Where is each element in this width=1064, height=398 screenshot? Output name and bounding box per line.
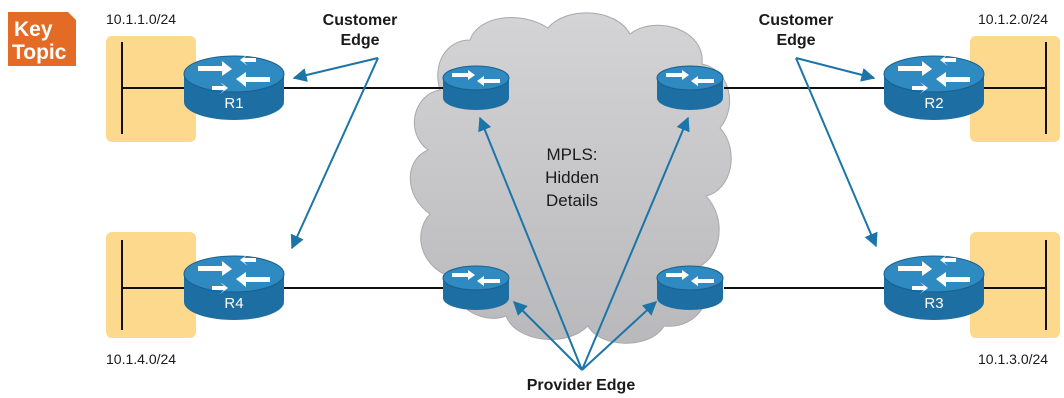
customer-edge-right-line1: Customer	[759, 12, 834, 29]
arrow-ce-right-to-r3	[795, 57, 878, 248]
cloud-label-line3: Details	[546, 191, 598, 210]
router-arrows-icon	[666, 70, 714, 86]
router-arrows-icon	[198, 254, 270, 294]
router-label-r2: R2	[924, 95, 943, 112]
router-arrows-icon	[666, 270, 714, 286]
pe-router-bottom-right	[656, 265, 724, 310]
lan-r2	[970, 36, 1060, 142]
arrow-ce-right-to-r2	[795, 57, 876, 82]
pe-router-top-left	[442, 65, 510, 110]
arrow-ce-left-to-r1	[292, 57, 379, 82]
router-arrows-icon	[898, 254, 970, 294]
router-label-r3: R3	[924, 295, 943, 312]
pe-router-top-right	[656, 65, 724, 110]
router-r2: R2	[883, 54, 985, 120]
router-label-r1: R1	[224, 95, 243, 112]
router-arrows-icon	[452, 270, 500, 286]
lan-r3	[970, 232, 1060, 338]
pe-router-bottom-left	[442, 265, 510, 310]
subnet-label-r4: 10.1.4.0/24	[106, 351, 176, 367]
router-arrows-icon	[898, 54, 970, 94]
router-r3: R3	[883, 254, 985, 320]
subnet-label-r2: 10.1.2.0/24	[978, 11, 1048, 27]
arrow-pe-to-top-left	[478, 116, 583, 371]
arrow-ce-left-to-r4	[290, 57, 379, 250]
router-arrows-icon	[452, 70, 500, 86]
provider-edge-label: Provider Edge	[527, 377, 636, 394]
customer-edge-left-line1: Customer	[323, 12, 398, 29]
router-r1: R1	[183, 54, 285, 120]
customer-edge-right-line2: Edge	[776, 32, 815, 49]
arrow-pe-to-bottom-left	[513, 301, 583, 371]
router-arrows-icon	[198, 54, 270, 94]
arrow-pe-to-top-right	[581, 116, 690, 371]
lan-r1	[106, 36, 196, 142]
router-r4: R4	[183, 254, 285, 320]
router-label-r4: R4	[224, 295, 243, 312]
key-topic-badge: Key Topic	[8, 12, 76, 66]
key-topic-line2: Topic	[12, 41, 67, 64]
subnet-label-r1: 10.1.1.0/24	[106, 11, 176, 27]
customer-edge-left-line2: Edge	[340, 32, 379, 49]
lan-r4	[106, 232, 196, 338]
callout-arrows	[290, 57, 878, 371]
arrow-pe-to-bottom-right	[581, 301, 658, 371]
cloud-label-line1: MPLS:	[546, 145, 597, 164]
cloud-label-line2: Hidden	[545, 168, 599, 187]
subnet-label-r3: 10.1.3.0/24	[978, 351, 1048, 367]
key-topic-line1: Key	[14, 18, 53, 41]
